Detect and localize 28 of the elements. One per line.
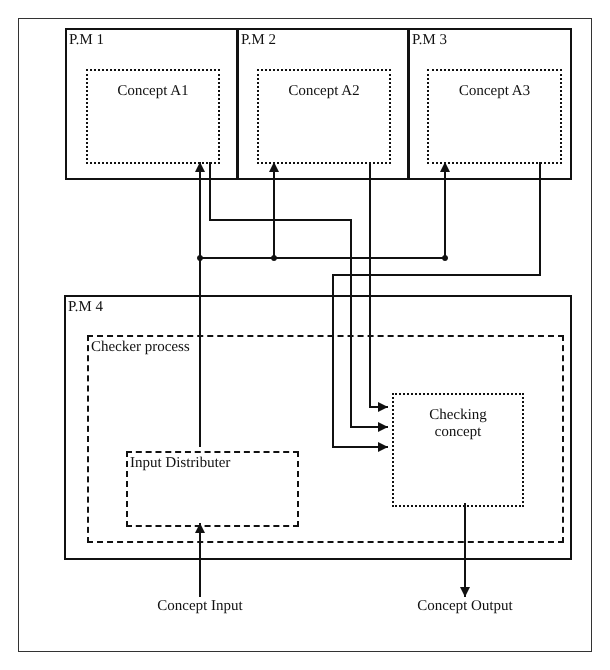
arrow: [460, 503, 470, 597]
process-box: [64, 295, 572, 560]
process-region: [126, 451, 299, 527]
process-box: [237, 28, 409, 180]
node-label: P.M 4: [68, 299, 104, 316]
node-label: Checking concept: [428, 407, 488, 441]
node-label: Input Distributer: [130, 455, 230, 472]
node-label: P.M 1: [69, 32, 104, 49]
concept-box: [257, 69, 391, 164]
concept-box: [392, 393, 524, 507]
concept-box: [427, 69, 562, 164]
node-label: Concept Input: [156, 598, 244, 615]
node-label: P.M 3: [412, 32, 448, 49]
arrow: [369, 162, 388, 412]
node-label: Concept A1: [116, 83, 190, 100]
process-region: [87, 335, 564, 543]
node-label: Concept A3: [458, 83, 532, 100]
node-label: Concept A2: [287, 83, 361, 100]
arrow: [199, 162, 450, 447]
process-box: [65, 28, 238, 180]
node-label: Checker process: [91, 339, 190, 356]
arrow: [332, 162, 541, 452]
concept-box: [86, 69, 220, 164]
node-label: P.M 2: [241, 32, 276, 49]
arrow: [209, 162, 388, 432]
node-label: Concept Output: [416, 598, 514, 615]
process-box: [408, 28, 572, 180]
arrow: [195, 523, 205, 597]
